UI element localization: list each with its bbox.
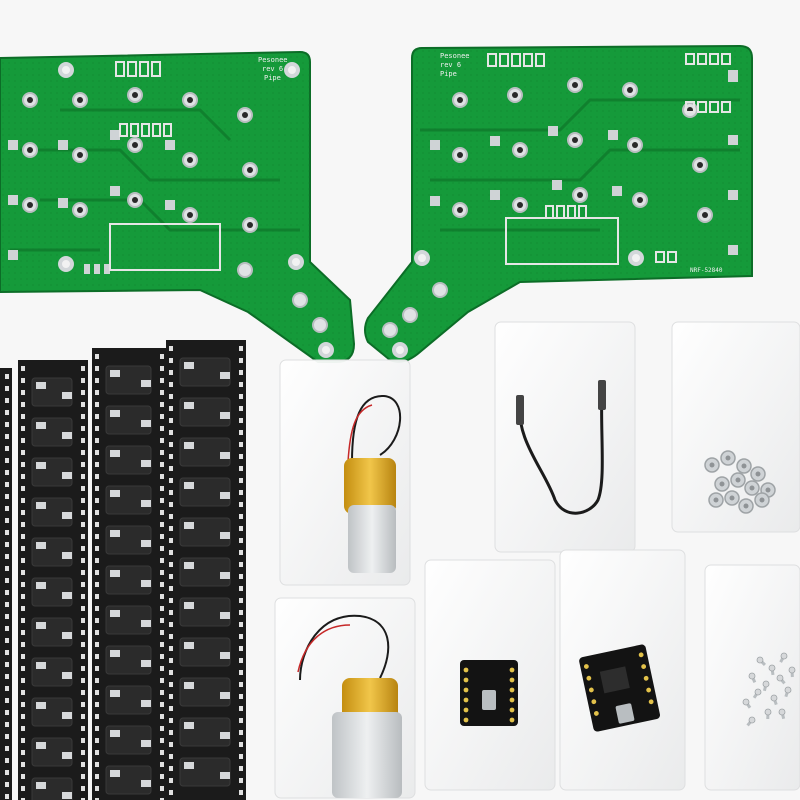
right-pcb-silkscreen: Pesonee rev 6 Pipe [440,52,474,78]
mcu-bag-1 [424,559,556,791]
socket-tape-1 [0,368,12,800]
left-pcb-silkscreen: Pesonee rev 6 Pipe [258,56,292,82]
mcu-bag-2 [559,549,686,791]
magnet-nut [738,498,754,514]
magnet-nut [754,492,770,508]
hotswap-socket [105,565,152,595]
socket-tape-4 [166,340,246,800]
magnet-nut [724,490,740,506]
battery-cell-1-body [348,505,396,573]
tiny-screw [778,708,786,720]
hotswap-socket-tapes [0,340,246,800]
tiny-screw [768,664,776,676]
magnet-nut [750,466,766,482]
hotswap-socket [105,645,152,675]
hotswap-socket [31,777,73,800]
tiny-screw [764,708,772,720]
tiny-screw [784,686,792,698]
hotswap-socket [105,605,152,635]
hotswap-socket [31,617,73,647]
hotswap-socket [31,657,73,687]
hotswap-socket [105,525,152,555]
magnet-nut [744,480,760,496]
screws-bag [704,564,800,791]
cable-bag [494,321,636,553]
tiny-screw [762,680,770,692]
left-mcu-outline [109,223,221,271]
tiny-screw [779,652,788,663]
magnet-nut [714,476,730,492]
tiny-screw [776,674,786,685]
hotswap-socket [179,717,231,747]
hotswap-socket [179,757,231,787]
hotswap-socket [105,485,152,515]
hotswap-socket [179,517,231,547]
tiny-screw [756,656,767,667]
tiny-screw [770,694,778,706]
left-pcb: Pesonee rev 6 Pipe [0,50,356,363]
battery-bag-1 [279,359,411,586]
right-pcb-footer: NRF-52840 [690,267,723,274]
hotswap-socket [179,557,231,587]
tiny-screw [748,672,757,684]
hotswap-socket [179,397,231,427]
tiny-screw [742,698,752,709]
hotswap-socket [31,697,73,727]
hotswap-socket [179,637,231,667]
battery-cell-1-gold [344,458,396,514]
magnet-nut [720,450,736,466]
magnet-nut [736,458,752,474]
hotswap-socket [179,357,231,387]
right-pcb: Pesonee rev 6 Pipe NRF-52840 [364,44,753,363]
hotswap-socket [31,577,73,607]
hotswap-socket [105,445,152,475]
socket-tape-3 [92,348,167,800]
hotswap-socket [31,537,73,567]
socket-tape-2 [18,360,88,800]
hotswap-socket [31,377,73,407]
hotswap-socket [31,737,73,767]
hotswap-socket [31,457,73,487]
tiny-screw [788,666,796,678]
hotswap-socket [179,677,231,707]
hotswap-socket [105,365,152,395]
battery-cell-2-body [332,712,402,798]
hotswap-socket [31,417,73,447]
hotswap-socket [31,497,73,527]
hotswap-socket [179,597,231,627]
tiny-screw [746,716,756,727]
hotswap-socket [179,477,231,507]
magnet-nut [704,457,720,473]
hotswap-socket [105,725,152,755]
battery-bag-2 [274,597,416,799]
magnet-nut [708,492,724,508]
right-mcu-outline [505,217,619,265]
hotswap-socket [105,405,152,435]
magnet-nut-bag [671,321,800,533]
hotswap-socket [105,685,152,715]
hotswap-socket [179,437,231,467]
hotswap-socket [105,765,152,795]
tiny-screw [752,688,762,699]
magnet-nut [730,472,746,488]
